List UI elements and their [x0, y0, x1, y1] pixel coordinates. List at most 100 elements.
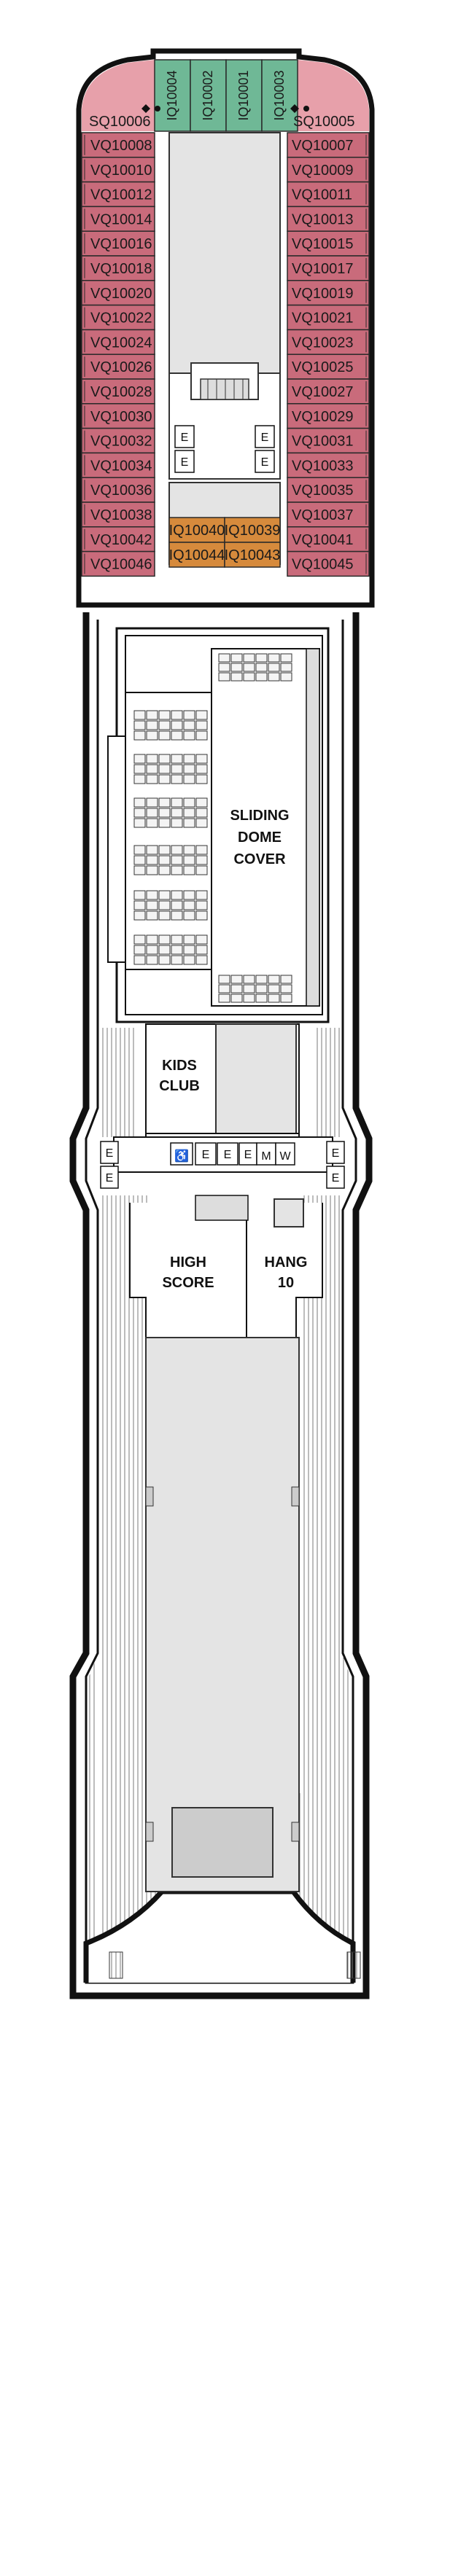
- dome-line-3: COVER: [233, 851, 286, 867]
- cabin-iq10039[interactable]: IQ10039: [224, 517, 281, 543]
- cabin-box: [81, 230, 155, 257]
- cabin-vq10009[interactable]: VQ10009: [287, 157, 370, 183]
- men-restroom: M: [256, 1142, 276, 1166]
- cabin-vq10017[interactable]: VQ10017: [287, 255, 370, 281]
- seat: [133, 855, 146, 865]
- cabin-vq10021[interactable]: VQ10021: [287, 304, 370, 331]
- cabin-vq10031[interactable]: VQ10031: [287, 427, 370, 454]
- seat: [158, 710, 171, 720]
- cabin-vq10020[interactable]: VQ10020: [81, 280, 155, 306]
- cabin-number: VQ10033: [292, 458, 354, 474]
- cabin-vq10011[interactable]: VQ10011: [287, 181, 370, 208]
- sliding-dome-cover[interactable]: SLIDING DOME COVER: [230, 808, 289, 867]
- elevator-icon: E: [106, 1147, 114, 1160]
- seat: [255, 653, 268, 663]
- cabin-vq10010[interactable]: VQ10010: [81, 157, 155, 183]
- suite-corner-left: [82, 60, 155, 131]
- cabin-vq10041[interactable]: VQ10041: [287, 526, 370, 553]
- seat: [171, 845, 183, 855]
- seat: [171, 808, 183, 818]
- cabin-number: VQ10028: [90, 384, 152, 400]
- cabin-vq10016[interactable]: VQ10016: [81, 230, 155, 257]
- cabin-box: [81, 181, 155, 208]
- cabin-vq10037[interactable]: VQ10037: [287, 501, 370, 528]
- cabin-vq10013[interactable]: VQ10013: [287, 206, 370, 232]
- seat: [183, 774, 195, 784]
- suite-right[interactable]: SQ10005: [290, 104, 355, 130]
- cabin-box: [287, 255, 370, 281]
- cabin-vq10036[interactable]: VQ10036: [81, 477, 155, 503]
- cabin-number: VQ10013: [292, 211, 354, 227]
- kids-club[interactable]: KIDS CLUB: [159, 1058, 200, 1094]
- cabin-vq10026[interactable]: VQ10026: [81, 354, 155, 380]
- seat: [218, 984, 230, 994]
- accessible-icon: ♿: [174, 1149, 189, 1163]
- diamond-icon: [290, 104, 299, 113]
- cabin-vq10029[interactable]: VQ10029: [287, 403, 370, 429]
- cabin-vq10025[interactable]: VQ10025: [287, 354, 370, 380]
- seat: [171, 710, 183, 720]
- cabin-number: VQ10025: [292, 359, 354, 375]
- cabin-box: [287, 378, 370, 405]
- high-score[interactable]: HIGH SCORE: [162, 1254, 214, 1291]
- seat: [255, 975, 268, 984]
- cabin-vq10007[interactable]: VQ10007: [287, 132, 370, 158]
- cabin-vq10030[interactable]: VQ10030: [81, 403, 155, 429]
- elevator-icon: E: [332, 1147, 340, 1160]
- cabin-iq10003[interactable]: IQ10003: [261, 59, 298, 132]
- cabin-vq10034[interactable]: VQ10034: [81, 452, 155, 478]
- seat: [133, 818, 146, 828]
- cabin-vq10008[interactable]: VQ10008: [81, 132, 155, 158]
- seat: [183, 945, 195, 955]
- cabin-vq10028[interactable]: VQ10028: [81, 378, 155, 405]
- cabin-vq10018[interactable]: VQ10018: [81, 255, 155, 281]
- seat: [255, 672, 268, 682]
- cabin-vq10012[interactable]: VQ10012: [81, 181, 155, 208]
- seat: [146, 808, 158, 818]
- cabin-iq10043[interactable]: IQ10043: [224, 542, 281, 568]
- cabin-vq10024[interactable]: VQ10024: [81, 329, 155, 355]
- seat: [195, 754, 208, 764]
- cabin-vq10019[interactable]: VQ10019: [287, 280, 370, 306]
- cabin-vq10035[interactable]: VQ10035: [287, 477, 370, 503]
- seat: [280, 663, 292, 672]
- cabin-vq10032[interactable]: VQ10032: [81, 427, 155, 454]
- cabin-vq10033[interactable]: VQ10033: [287, 452, 370, 478]
- elevator: E: [195, 1142, 217, 1166]
- seat: [158, 818, 171, 828]
- seat: [183, 845, 195, 855]
- seat: [195, 710, 208, 720]
- cabin-vq10042[interactable]: VQ10042: [81, 526, 155, 553]
- seat: [146, 774, 158, 784]
- cabin-vq10015[interactable]: VQ10015: [287, 230, 370, 257]
- cabin-vq10038[interactable]: VQ10038: [81, 501, 155, 528]
- cabin-iq10004[interactable]: IQ10004: [154, 59, 191, 132]
- kids-line-2: CLUB: [159, 1078, 200, 1094]
- cabin-iq10001[interactable]: IQ10001: [225, 59, 263, 132]
- cabin-number: VQ10023: [292, 335, 354, 351]
- seat: [243, 994, 255, 1003]
- cabin-iq10002[interactable]: IQ10002: [190, 59, 227, 132]
- cabin-box: [81, 280, 155, 306]
- seat: [171, 890, 183, 900]
- seat: [183, 855, 195, 865]
- cabin-vq10045[interactable]: VQ10045: [287, 550, 370, 577]
- high-score-line-2: SCORE: [162, 1275, 214, 1291]
- elevator: E: [217, 1142, 238, 1166]
- suite-left[interactable]: SQ10006: [89, 104, 160, 130]
- hang-10[interactable]: HANG 10: [265, 1254, 308, 1291]
- cabin-vq10014[interactable]: VQ10014: [81, 206, 155, 232]
- cabin-vq10022[interactable]: VQ10022: [81, 304, 155, 331]
- elevator: E: [255, 450, 275, 473]
- cabin-number: VQ10014: [90, 211, 152, 227]
- seat: [171, 774, 183, 784]
- seat: [195, 730, 208, 741]
- cabin-vq10046[interactable]: VQ10046: [81, 550, 155, 577]
- seat: [133, 754, 146, 764]
- elevator: E: [326, 1166, 345, 1189]
- cabin-vq10023[interactable]: VQ10023: [287, 329, 370, 355]
- cabin-vq10027[interactable]: VQ10027: [287, 378, 370, 405]
- cabin-iq10044[interactable]: IQ10044: [168, 542, 225, 568]
- cabin-iq10040[interactable]: IQ10040: [168, 517, 225, 543]
